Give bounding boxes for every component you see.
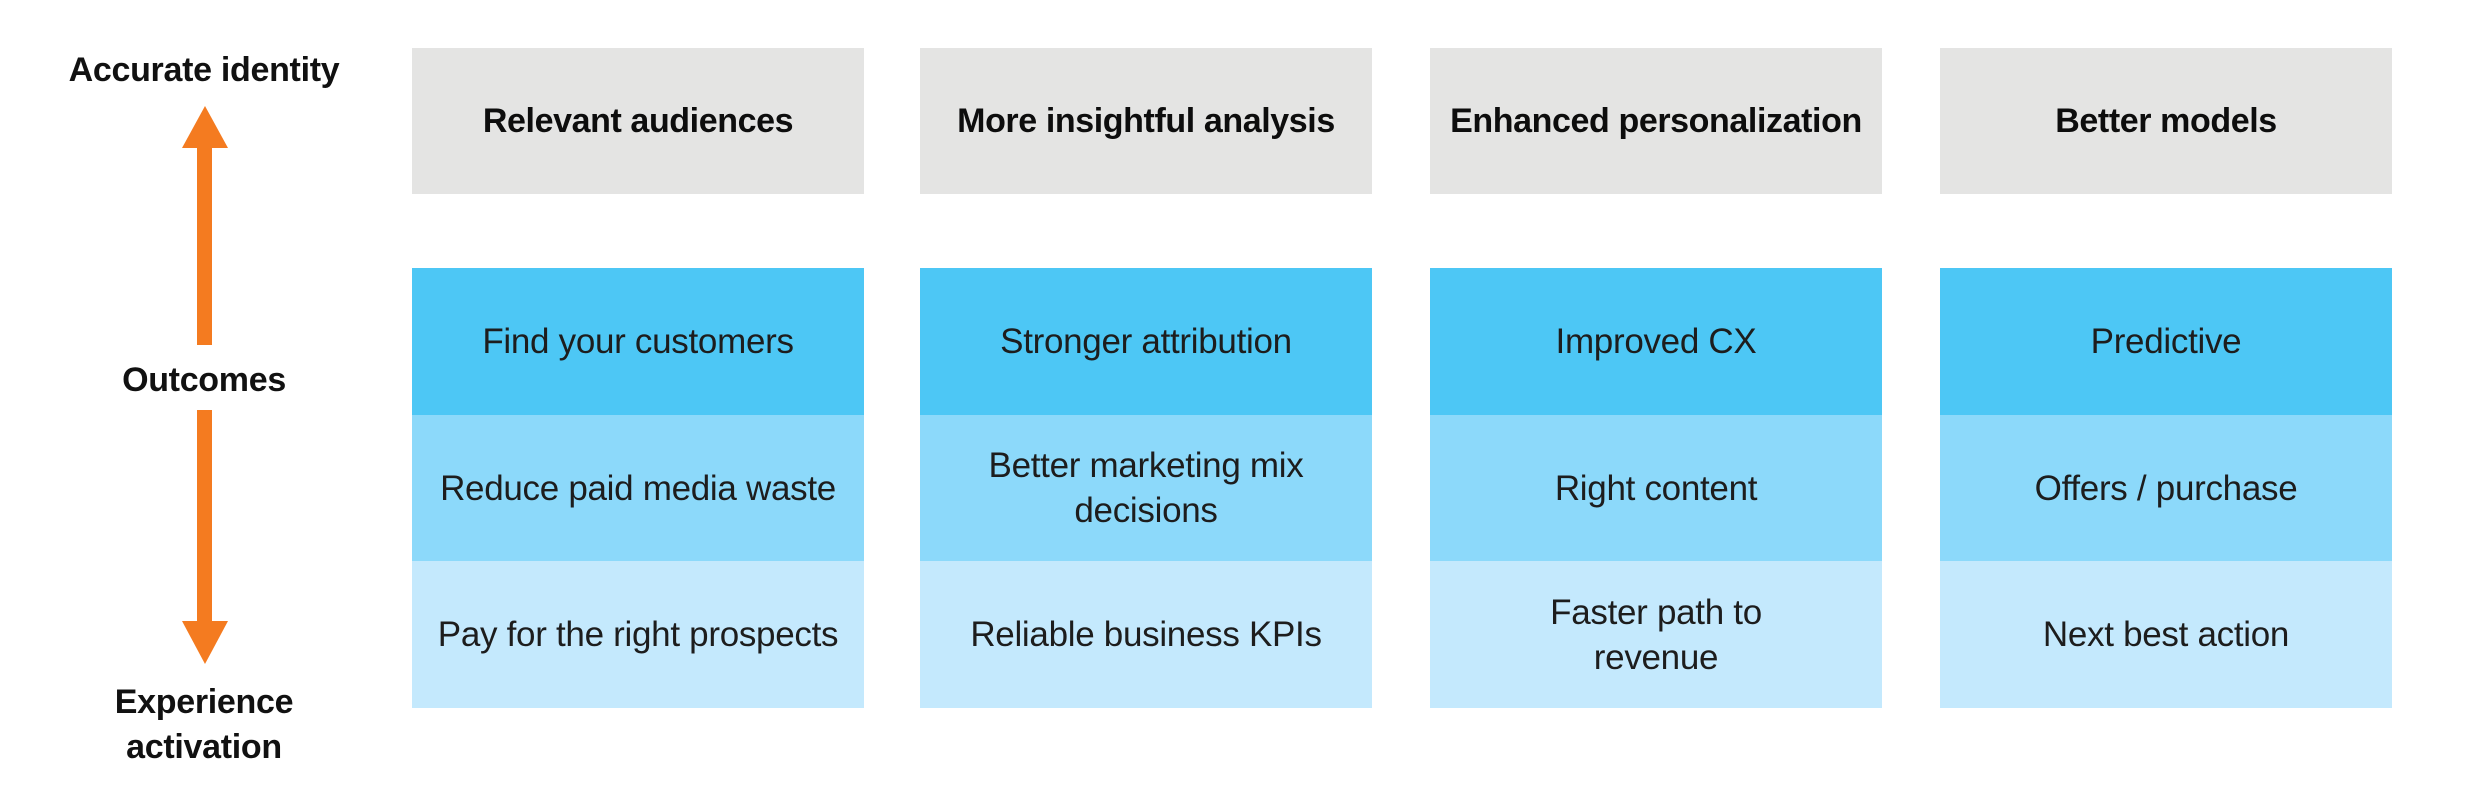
outcome-cell: Reliable business KPIs [920, 561, 1372, 709]
outcome-cell-label: Right content [1554, 468, 1758, 508]
column-header: Better models [1940, 48, 2392, 194]
outcome-cell: Stronger attribution [920, 268, 1372, 415]
pillar-column-enhanced-personalization: Enhanced personalization Improved CX Rig… [1430, 0, 1882, 790]
outcome-cell-label: Faster path to revenue [1550, 592, 1762, 677]
pillar-column-more-insightful-analysis: More insightful analysis Stronger attrib… [920, 0, 1372, 790]
outcome-cells: Find your customers Reduce paid media wa… [412, 268, 864, 709]
outcome-cell: Pay for the right prospects [412, 561, 864, 709]
outcome-cell-label: Stronger attribution [1000, 321, 1292, 361]
outcome-cells: Stronger attribution Better marketing mi… [920, 268, 1372, 709]
outcome-cell-label: Find your customers [482, 321, 794, 361]
up-arrow-head [182, 106, 228, 148]
column-header: Relevant audiences [412, 48, 864, 194]
outcome-cell: Right content [1430, 414, 1882, 562]
outcome-cell: Improved CX [1430, 268, 1882, 415]
outcome-cell: Offers / purchase [1940, 414, 2392, 562]
column-header-label: Better models [2055, 101, 2277, 140]
outcome-cell: Reduce paid media waste [412, 414, 864, 562]
outcome-cell-label: Improved CX [1555, 321, 1757, 361]
column-header-label: More insightful analysis [957, 101, 1335, 140]
outcome-cells: Predictive Offers / purchase Next best a… [1940, 268, 2392, 709]
outcome-cell-label: Predictive [2090, 321, 2242, 361]
column-header-label: Relevant audiences [482, 101, 794, 140]
column-header: Enhanced personalization [1430, 48, 1882, 194]
outcome-cell: Faster path to revenue [1430, 561, 1882, 709]
outcome-cell: Predictive [1940, 268, 2392, 415]
outcome-cells: Improved CX Right content Faster path to… [1430, 268, 1882, 709]
pillar-column-relevant-audiences: Relevant audiences Find your customers R… [412, 0, 864, 790]
outcome-cell-label: Pay for the right prospects [437, 615, 839, 655]
outcome-cell: Find your customers [412, 268, 864, 415]
down-arrow-head [182, 621, 228, 664]
down-arrow-shaft [197, 410, 212, 622]
outcome-cell-label: Reduce paid media waste [440, 468, 836, 508]
outcome-cell: Next best action [1940, 561, 2392, 709]
axis-bottom-label: Experience activation [114, 683, 294, 766]
outcome-cell-label: Next best action [2042, 615, 2290, 655]
column-header: More insightful analysis [920, 48, 1372, 194]
pillar-column-better-models: Better models Predictive Offers / purcha… [1940, 0, 2392, 790]
outcome-cell-label: Offers / purchase [2034, 468, 2298, 508]
axis-middle-label: Outcomes [122, 361, 286, 399]
up-arrow-shaft [197, 146, 212, 345]
column-header-label: Enhanced personalization [1450, 101, 1862, 140]
outcome-cell-label: Reliable business KPIs [970, 615, 1322, 655]
axis-top-label: Accurate identity [68, 51, 340, 89]
outcome-cell: Better marketing mix decisions [920, 414, 1372, 562]
outcome-cell-label: Better marketing mix decisions [988, 446, 1304, 530]
